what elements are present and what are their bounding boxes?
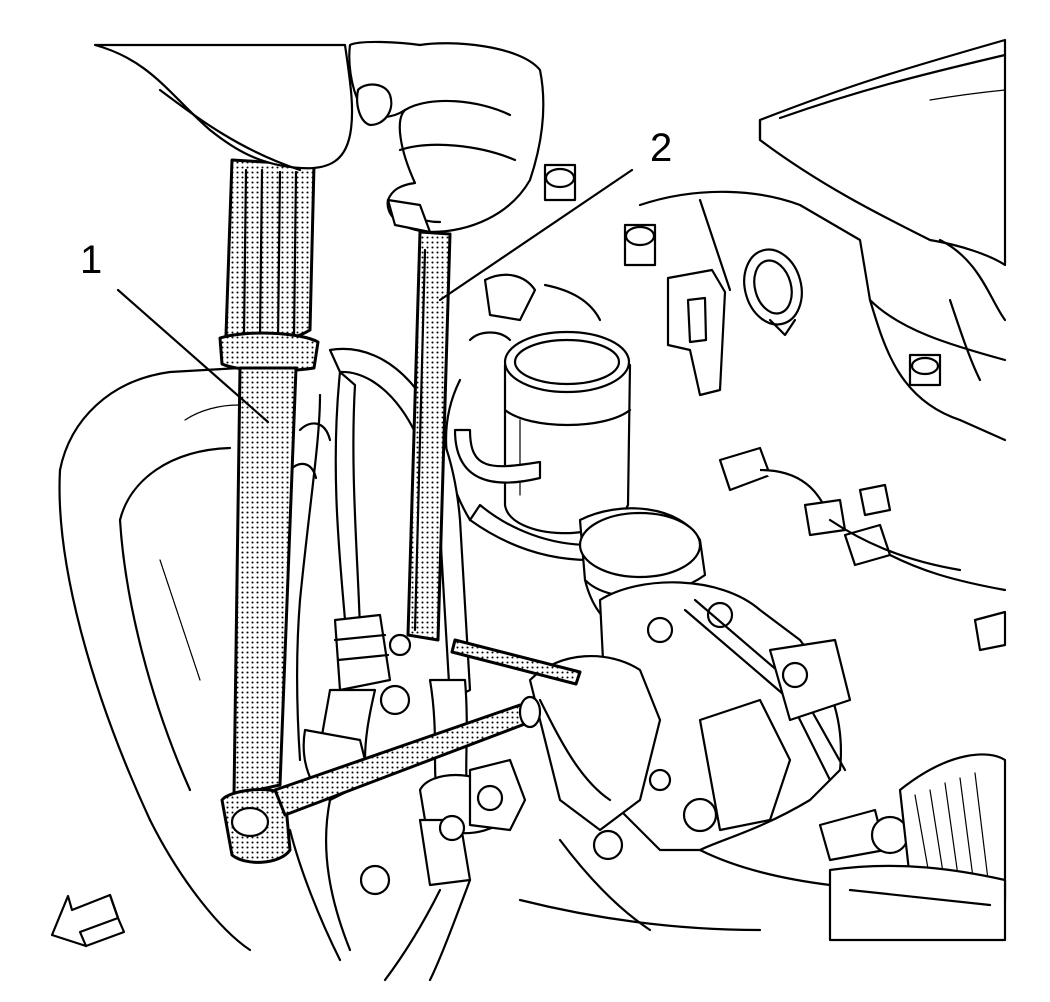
small-hoses (444, 273, 602, 562)
tool-2-rod (406, 230, 452, 642)
ac-refrigerant-hoses (288, 347, 527, 982)
coil-bolts (543, 163, 942, 387)
fuel-injectors (718, 446, 1007, 652)
callout-1-leader (116, 288, 270, 424)
view-direction-arrow-icon (50, 893, 126, 948)
coolant-housing (503, 330, 632, 535)
tool-1-breaker-bar (218, 158, 542, 864)
drive-belt (450, 638, 582, 686)
oil-filler-cap (743, 248, 803, 337)
callout-1-label: 1 (80, 238, 103, 282)
lower-right-components (518, 753, 1007, 942)
callout-2-label: 2 (650, 126, 673, 170)
engine-lift-bracket (666, 268, 727, 397)
callout-leaders (116, 168, 634, 424)
engine-background-outline (58, 366, 332, 952)
callout-2-leader (438, 168, 634, 302)
technician-hands (93, 40, 545, 234)
rocker-cover (638, 38, 1007, 442)
turbocharger-assembly (528, 507, 910, 932)
